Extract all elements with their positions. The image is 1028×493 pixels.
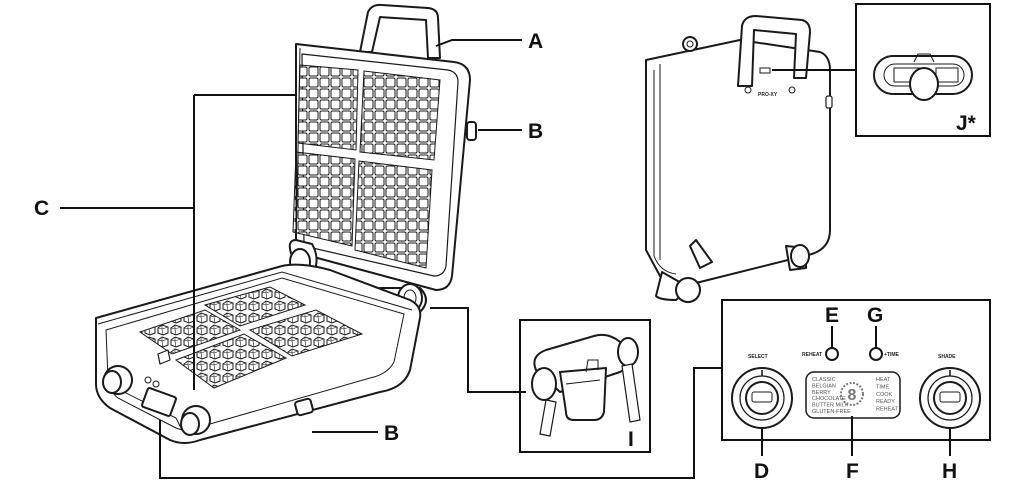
lcd-status-item: HEAT [876,377,891,383]
callout-e: E [825,304,839,327]
left-knob[interactable] [102,365,133,395]
lcd-status-item: COOK [876,392,893,398]
select-knob[interactable] [731,367,793,429]
lcd-menu-item: CHOCOLATE [812,396,846,402]
lid-side-latch-top [466,121,477,141]
shade-label: SHADE [938,354,956,360]
right-knob[interactable] [180,405,211,436]
callout-d: D [754,460,769,483]
callout-a: A [528,30,543,53]
callout-j: J* [956,112,977,135]
lcd-status-item: TIME [876,384,889,390]
lcd-menu-item: GLUTEN-FREE [812,409,851,415]
callout-labels: A B B C D E F G H I J* [34,30,977,483]
lcd-menu-item: BELGIAN [812,383,836,389]
callout-i: I [628,428,634,451]
top-plate-grids [292,64,441,269]
closed-waffle-maker: PRO-XY [645,15,833,303]
callout-b-top: B [528,120,543,143]
lcd-digit: 8 [848,387,857,404]
lid-handle [359,3,441,59]
callout-b-bottom: B [384,422,399,445]
lcd-status-item: REHEAT [876,407,899,413]
time-label: +TIME [884,352,900,358]
brand-mark: PRO-XY [758,92,778,98]
callout-h: H [942,460,957,483]
callout-f: F [846,460,859,483]
main-waffle-maker [95,3,477,444]
time-button[interactable] [869,347,883,361]
reheat-label: REHEAT [802,352,822,358]
lcd-status-item: READY [876,399,895,405]
reheat-button[interactable] [825,347,839,361]
callout-g: G [867,304,883,327]
callout-c: C [34,197,49,220]
control-panel: SELECT SHADE REHEAT +TIME CLASSICBELGIAN… [721,299,991,441]
lcd-menu-item: BERRY [812,390,831,396]
select-label: SELECT [748,354,768,360]
front-display [141,387,177,417]
lcd-menu-item: BUTTER MILK [812,403,849,409]
inset-j [855,3,991,137]
leader-lines [60,39,951,479]
shade-knob[interactable] [919,367,981,429]
base-side-latch-bottom [294,397,314,417]
bottom-plate-grids [138,286,364,389]
inset-i [519,319,651,453]
lcd-menu-item: CLASSIC [812,377,836,383]
